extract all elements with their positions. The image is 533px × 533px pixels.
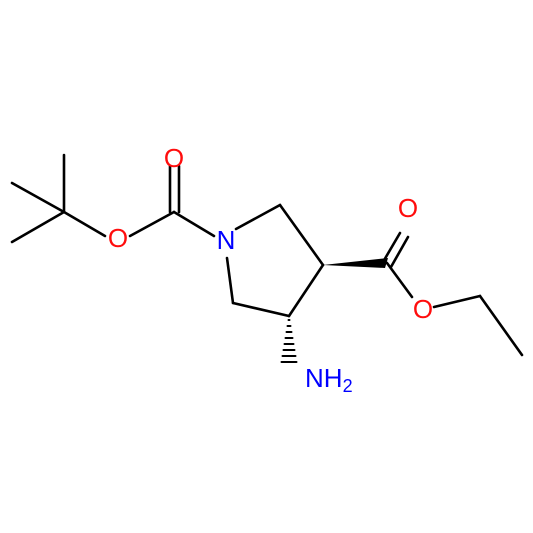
bond-oxygen-to-ethyl <box>432 294 482 309</box>
bond-tbu-methyl-left-upper <box>10 181 66 214</box>
bond-ring-n-c2 <box>234 203 282 231</box>
bond-ring-c4-c5 <box>231 301 291 318</box>
bond-ring-c3-c4 <box>287 263 325 318</box>
hashed-bond-c4-amine <box>280 319 298 363</box>
atom-o-ester-boc: O <box>108 223 128 253</box>
atom-o-carbonyl-boc: O <box>164 143 184 173</box>
bond-ester-carbon-to-oxygen <box>385 261 414 299</box>
bond-tbu-to-oxygen <box>62 210 107 238</box>
bond-oxygen-to-boc-carbon <box>128 210 176 238</box>
bond-tbu-methyl-left-lower <box>10 210 66 244</box>
atom-nh2-amine: NH2 <box>305 363 353 396</box>
bond-boc-carbon-to-n <box>172 210 216 238</box>
atom-o-ester-ethyl: O <box>413 294 433 324</box>
wedge-bond-c3-ester <box>323 258 388 268</box>
atom-o-carbonyl-ethyl: O <box>398 193 418 223</box>
bond-ring-c5-n <box>225 256 235 305</box>
bond-ester-carbonyl-a <box>381 231 402 264</box>
bond-ester-carbonyl-b <box>389 235 410 269</box>
bond-ring-c2-c3 <box>278 203 325 267</box>
atom-n-ring: N <box>217 225 236 255</box>
bond-ethyl-methyl <box>478 294 524 357</box>
